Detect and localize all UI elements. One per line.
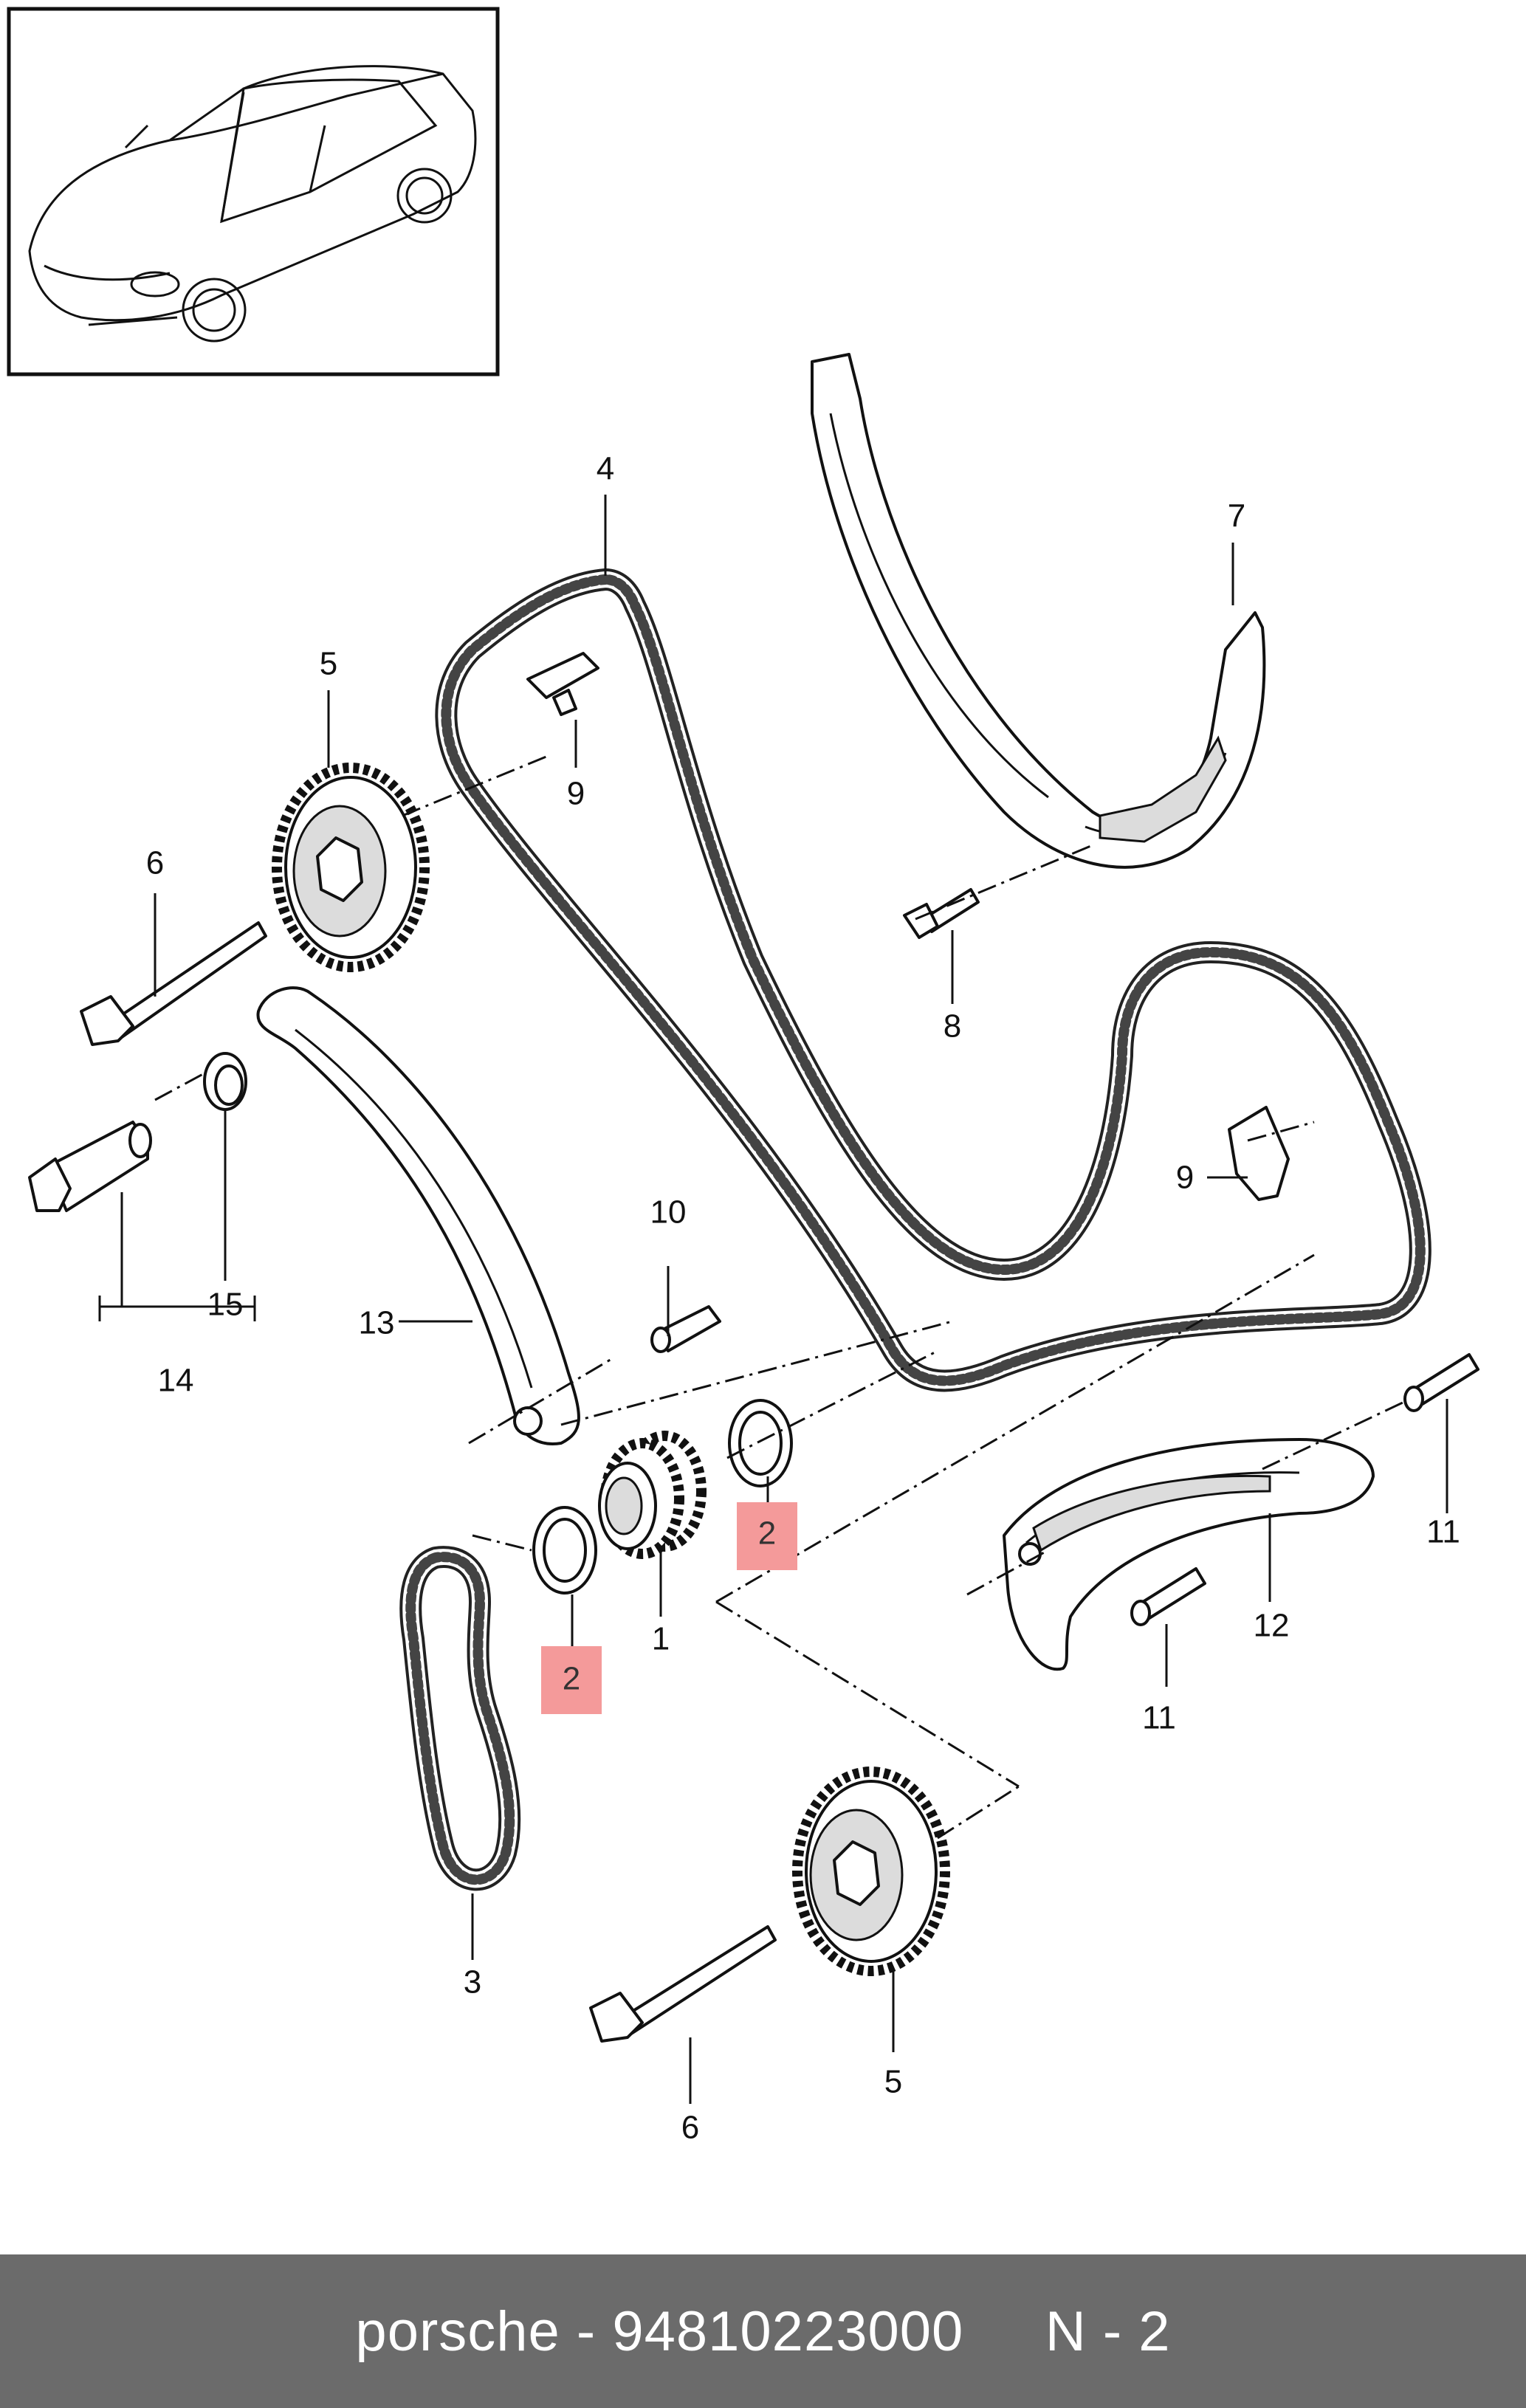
label-15: 15 <box>207 1287 244 1323</box>
bolt-11-lower <box>1130 1567 1206 1626</box>
label-3: 3 <box>464 1964 481 2001</box>
label-1: 1 <box>652 1621 670 1657</box>
guide-rail-upper <box>811 353 1266 869</box>
assembly-lines <box>154 755 1403 1840</box>
highlight-box-2-right <box>737 1502 797 1570</box>
thrust-washer-left <box>532 1506 597 1595</box>
highlight-box-2-left <box>541 1646 602 1714</box>
tensioner-seal-ring <box>203 1052 247 1111</box>
label-2-left: 2 <box>563 1661 580 1697</box>
label-11-upper: 11 <box>1426 1514 1460 1550</box>
bolt-8 <box>903 888 980 939</box>
footer-caption: porsche - 94810223000 N - 2 <box>355 2299 1171 2363</box>
label-10: 10 <box>650 1194 687 1231</box>
timing-chain-small <box>399 1546 521 1891</box>
chain-guide-upper <box>526 652 599 716</box>
label-14: 14 <box>158 1363 194 1399</box>
vehicle-thumbnail <box>7 7 500 376</box>
label-11-lower: 11 <box>1142 1700 1176 1736</box>
chain-guide-right <box>1228 1106 1290 1201</box>
leader-lines <box>98 495 1448 2104</box>
label-8: 8 <box>944 1008 961 1045</box>
bolt-6-lower <box>589 1925 777 2043</box>
label-13: 13 <box>359 1305 395 1341</box>
tensioner-rail-left <box>256 986 580 1445</box>
label-6-upper: 6 <box>146 845 164 881</box>
label-12: 12 <box>1254 1608 1290 1644</box>
label-2-right: 2 <box>758 1516 776 1552</box>
thrust-washer-right <box>728 1399 793 1487</box>
label-5-lower: 5 <box>884 2064 902 2100</box>
camshaft-sprocket-upper <box>272 763 430 972</box>
label-4: 4 <box>597 451 614 487</box>
label-5-upper: 5 <box>320 646 337 682</box>
timing-chain-main <box>435 568 1432 1392</box>
bolt-6-upper <box>80 921 267 1046</box>
bolt-11-upper <box>1403 1353 1479 1412</box>
bolt-10 <box>650 1305 721 1353</box>
crankshaft-sprocket <box>598 1431 707 1559</box>
label-9-right: 9 <box>1176 1160 1194 1196</box>
footer-bar: porsche - 94810223000 N - 2 <box>0 2254 1526 2408</box>
label-6-lower: 6 <box>681 2110 699 2146</box>
label-9-upper: 9 <box>567 776 585 812</box>
camshaft-sprocket-lower <box>792 1767 950 1976</box>
chain-tensioner <box>28 1121 152 1212</box>
label-7: 7 <box>1228 498 1245 534</box>
tensioner-rail-right <box>1003 1438 1375 1671</box>
